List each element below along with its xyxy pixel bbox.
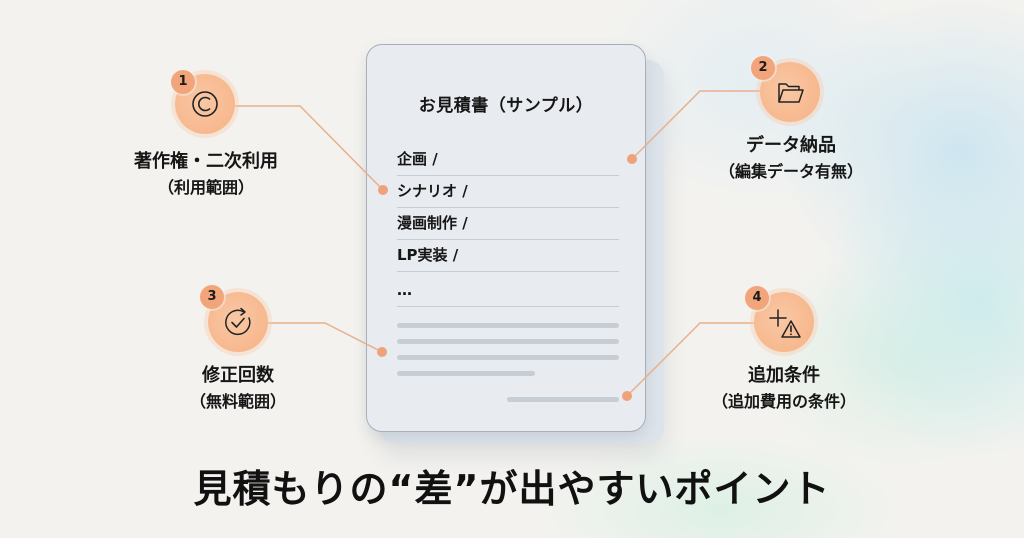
callout-2-badge: 2 — [751, 56, 775, 80]
folder-open-icon — [778, 83, 804, 103]
callout-4-title: 追加条件 — [748, 365, 820, 386]
callout-2-label: データ納品 （編集データ有無） — [671, 133, 911, 185]
copyright-icon — [192, 91, 218, 117]
callout-1-title: 著作権・二次利用 — [134, 151, 278, 172]
callout-1-label: 著作権・二次利用 （利用範囲） — [86, 149, 326, 201]
document-row-lp: LP実装 / — [397, 240, 619, 272]
placeholder-bar — [397, 339, 619, 344]
callout-1-subtitle: （利用範囲） — [157, 178, 254, 197]
callout-4-subtitle: （追加費用の条件） — [711, 392, 856, 411]
document-row-scenario: シナリオ / — [397, 176, 619, 208]
headline: 見積もりの“差”が出やすいポイント — [193, 467, 831, 511]
callout-2-subtitle: （編集データ有無） — [718, 162, 863, 181]
connector-line-3 — [268, 322, 383, 353]
document-row-manga: 漫画制作 / — [397, 208, 619, 240]
placeholder-bar — [397, 371, 535, 376]
callout-3-label: 修正回数 （無料範囲） — [118, 363, 358, 415]
plus-warning-icon — [769, 309, 801, 338]
placeholder-bar — [397, 355, 619, 360]
callout-3-subtitle: （無料範囲） — [189, 392, 286, 411]
placeholder-bar — [397, 323, 619, 328]
document-row-ellipsis: … — [397, 275, 619, 307]
callout-3-title: 修正回数 — [202, 365, 274, 386]
estimate-document-card: お見積書（サンプル） 企画 / シナリオ / 漫画制作 / LP実装 / … — [366, 44, 646, 432]
callout-4-label: 追加条件 （追加費用の条件） — [664, 363, 904, 415]
document-row-planning: 企画 / — [397, 144, 619, 176]
callout-3-badge: 3 — [200, 285, 224, 309]
document-title: お見積書（サンプル） — [418, 96, 594, 116]
callout-1-badge: 1 — [171, 70, 195, 94]
callout-2-circle — [760, 62, 820, 122]
refresh-check-icon — [225, 307, 251, 336]
callout-4-badge: 4 — [745, 286, 769, 310]
placeholder-bar-signature — [507, 397, 619, 402]
callout-2-title: データ納品 — [746, 135, 836, 156]
